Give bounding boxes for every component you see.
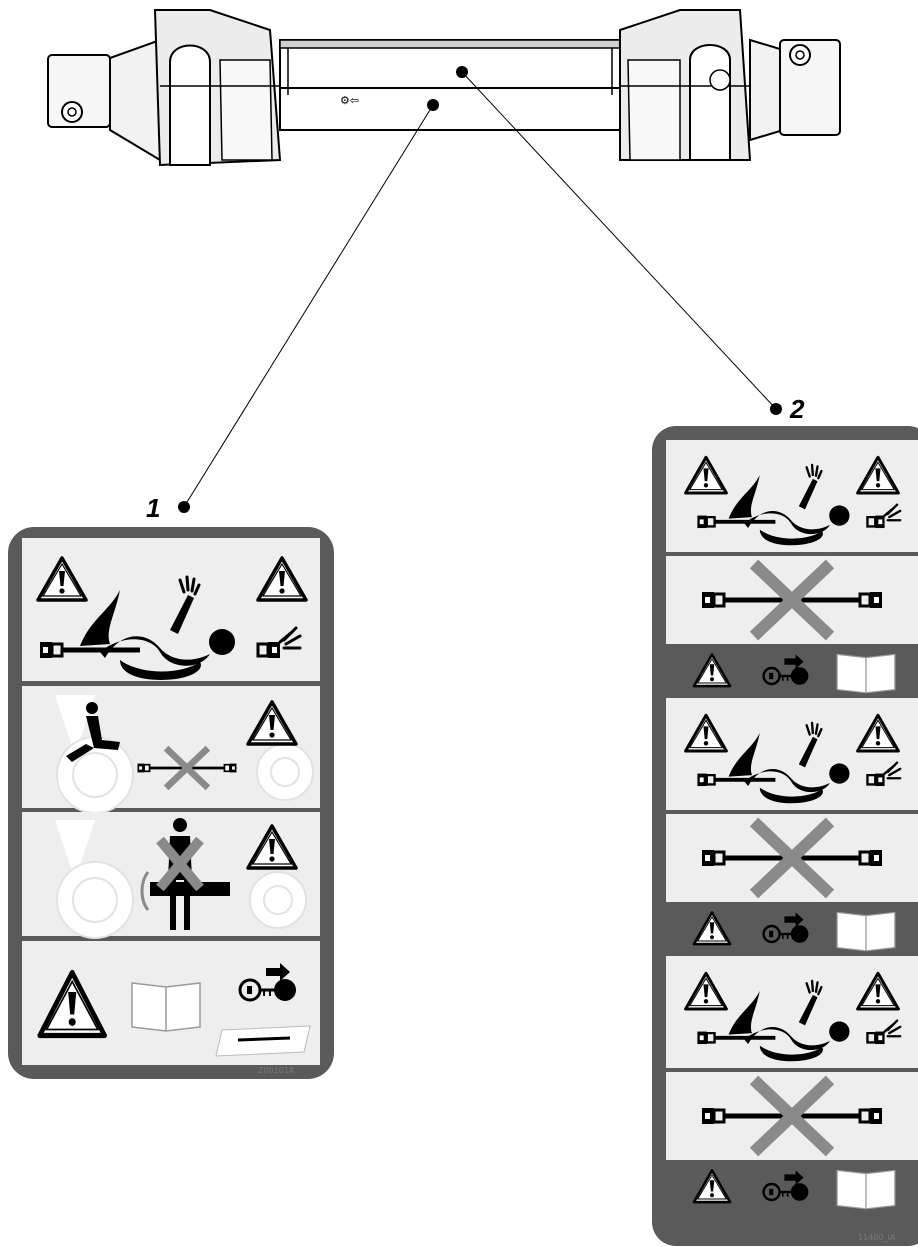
decal-2-panels — [666, 440, 918, 1210]
decal-2-panel-shaft-guard-missing — [666, 556, 918, 644]
svg-text:⚙⇦: ⚙⇦ — [340, 94, 359, 107]
callout-label-1: 1 — [146, 493, 160, 523]
decal-2-panel-shaft-guard-missing — [666, 814, 918, 902]
decal-2-panel-entanglement-warning — [666, 956, 918, 1068]
pto-driveshaft: ⚙⇦ — [47, 9, 841, 167]
decal-2-panel-shaft-guard-missing — [666, 1072, 918, 1160]
leader-line-2 — [456, 66, 782, 415]
decal-2-panel-entanglement-warning — [666, 698, 918, 810]
decal-2-code: 11400_IA — [858, 1233, 896, 1242]
decal-1 — [8, 527, 334, 1079]
leader-line-1 — [178, 99, 439, 513]
decal-2-panel-entanglement-warning — [666, 440, 918, 552]
decal-1-code: Z00101A — [258, 1066, 295, 1075]
callout-label-2: 2 — [789, 394, 805, 424]
